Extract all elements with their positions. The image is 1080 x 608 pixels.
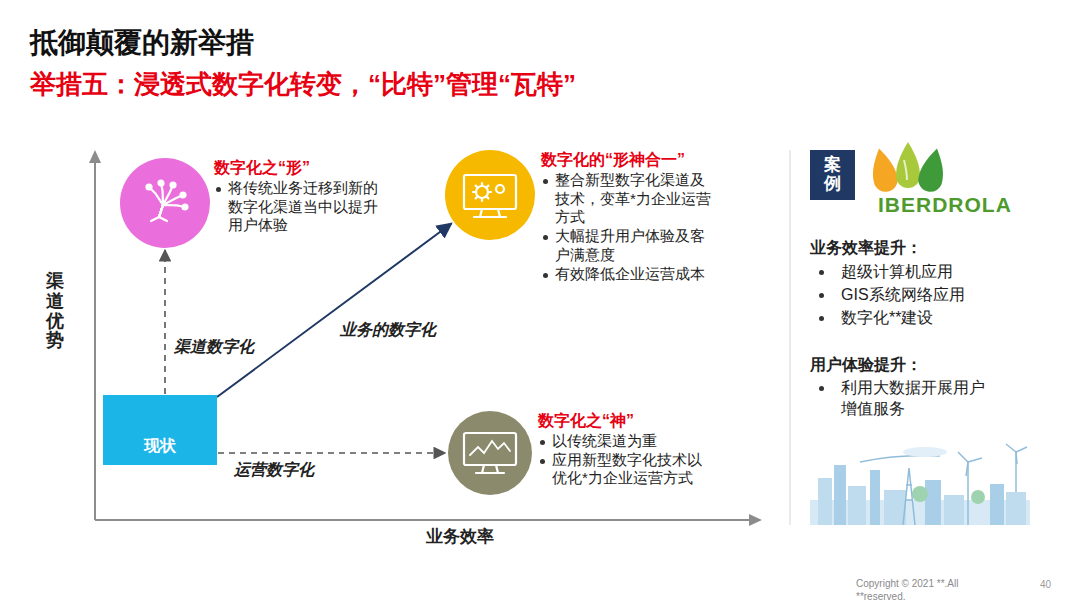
bullet-dot	[819, 386, 824, 391]
bullet-item: 以传统渠道为重	[538, 432, 714, 451]
bullet-item: 将传统业务迁移到新的数字化渠道当中以提升用户体验	[214, 179, 386, 235]
bullet-dot	[543, 273, 548, 278]
bullet-item: 整合新型数字化渠道及技术，变革*力企业运营方式	[541, 171, 713, 227]
box-label: 现状	[144, 436, 176, 457]
copyright-note: Copyright © 2021 **.All **reserved.	[856, 577, 984, 603]
node-heading: 数字化之“神”	[538, 411, 714, 432]
connector-arrow	[217, 224, 451, 397]
bullet-text: GIS系统网络应用	[816, 285, 965, 306]
node-text-column: 数字化的“形神合一”整合新型数字化渠道及技术，变革*力企业运营方式大幅提升用户体…	[541, 150, 713, 283]
city-illustration	[810, 444, 1030, 525]
status-box: 现状	[103, 395, 217, 465]
bullet-text: 以传统渠道为重	[552, 432, 714, 451]
bullet-dot	[543, 179, 548, 184]
bullet-text: 数字化**建设	[841, 308, 933, 329]
axes	[89, 150, 762, 526]
connector-label-text: 运营数字化	[232, 460, 316, 481]
panel-separator	[789, 150, 791, 525]
bullet-text: 应用新型数字化技术以优化*力企业运营方式	[552, 451, 714, 489]
connector-label: 运营数字化	[232, 460, 316, 481]
bullet-text: 利用大数据开展用户增值服务	[841, 378, 991, 420]
bullet-dot	[819, 316, 824, 321]
bullet-text: 超级计算机应用	[841, 262, 953, 283]
axis-title: 业务效率	[426, 526, 494, 548]
connector-label-text: 业务的数字化	[338, 320, 438, 341]
bullet-dot	[540, 440, 545, 445]
icon-circle	[445, 150, 535, 240]
node-icon	[445, 150, 535, 240]
company-logo-text: IBERDROLA	[878, 191, 1012, 218]
case-badge: 案例	[810, 150, 855, 200]
bullet-item: 大幅提升用户体验及客户满意度	[541, 227, 713, 265]
section-heading: 用户体验提升：	[810, 355, 922, 376]
feature-node: 数字化之“形”将传统业务迁移到新的数字化渠道当中以提升用户体验	[120, 158, 386, 248]
icon-circle	[448, 411, 532, 495]
bullet-dot	[540, 459, 545, 464]
icon-circle	[120, 158, 210, 248]
bullet-dot	[543, 235, 548, 240]
node-text-column: 数字化之“形”将传统业务迁移到新的数字化渠道当中以提升用户体验	[214, 158, 386, 235]
slide-subtitle: 举措五：浸透式数字化转变，“比特”管理“瓦特”	[30, 68, 576, 102]
node-icon	[448, 411, 532, 495]
feature-node: 数字化的“形神合一”整合新型数字化渠道及技术，变革*力企业运营方式大幅提升用户体…	[445, 150, 713, 283]
connector-label-text: 渠道数字化	[172, 337, 256, 358]
connector-label: 业务的数字化	[338, 320, 438, 341]
axis-title: 渠道优势	[46, 272, 64, 351]
company-logo-text: IBERDROLA	[878, 191, 1012, 218]
node-text-column: 数字化之“神”以传统渠道为重应用新型数字化技术以优化*力企业运营方式	[538, 411, 714, 488]
copyright-note: Copyright © 2021 **.All **reserved.	[856, 577, 984, 603]
bullet-text: 整合新型数字化渠道及技术，变革*力企业运营方式	[555, 171, 713, 227]
bullet-text: 数字化**建设	[816, 308, 933, 329]
section-heading: 用户体验提升：	[810, 355, 922, 376]
bullet-dot	[819, 293, 824, 298]
bullet-dot	[819, 270, 824, 275]
bullet-text: GIS系统网络应用	[841, 285, 965, 306]
axis-title: 渠道优势	[46, 272, 64, 351]
bullet-item: 有效降低企业运营成本	[541, 265, 713, 284]
feature-node: 数字化之“神”以传统渠道为重应用新型数字化技术以优化*力企业运营方式	[448, 411, 714, 495]
page-number: 40	[1040, 578, 1051, 591]
node-heading: 数字化之“形”	[214, 158, 386, 179]
bullet-text: 有效降低企业运营成本	[555, 265, 713, 284]
section-heading: 业务效率提升：	[810, 238, 922, 259]
axis-title: 业务效率	[426, 526, 494, 548]
section-heading: 业务效率提升：	[810, 238, 922, 259]
bullet-item: 应用新型数字化技术以优化*力企业运营方式	[538, 451, 714, 489]
node-heading: 数字化的“形神合一”	[541, 150, 713, 171]
logo-drops	[867, 142, 948, 194]
bullet-dot	[216, 187, 221, 192]
bullet-text: 大幅提升用户体验及客户满意度	[555, 227, 713, 265]
connector-arrow	[218, 452, 445, 454]
badge-label: 案例	[824, 156, 841, 193]
node-icon	[120, 158, 210, 248]
bullet-text: 超级计算机应用	[816, 262, 953, 283]
slide-title: 抵御颠覆的新举措	[30, 24, 254, 62]
bullet-text: 将传统业务迁移到新的数字化渠道当中以提升用户体验	[228, 179, 386, 235]
connector-arrow	[164, 250, 166, 394]
connector-label: 渠道数字化	[172, 337, 256, 358]
bullet-text: 利用大数据开展用户增值服务	[816, 378, 991, 420]
slide-subtitle: 举措五：浸透式数字化转变，“比特”管理“瓦特”	[30, 68, 576, 102]
page-number: 40	[1040, 578, 1051, 591]
